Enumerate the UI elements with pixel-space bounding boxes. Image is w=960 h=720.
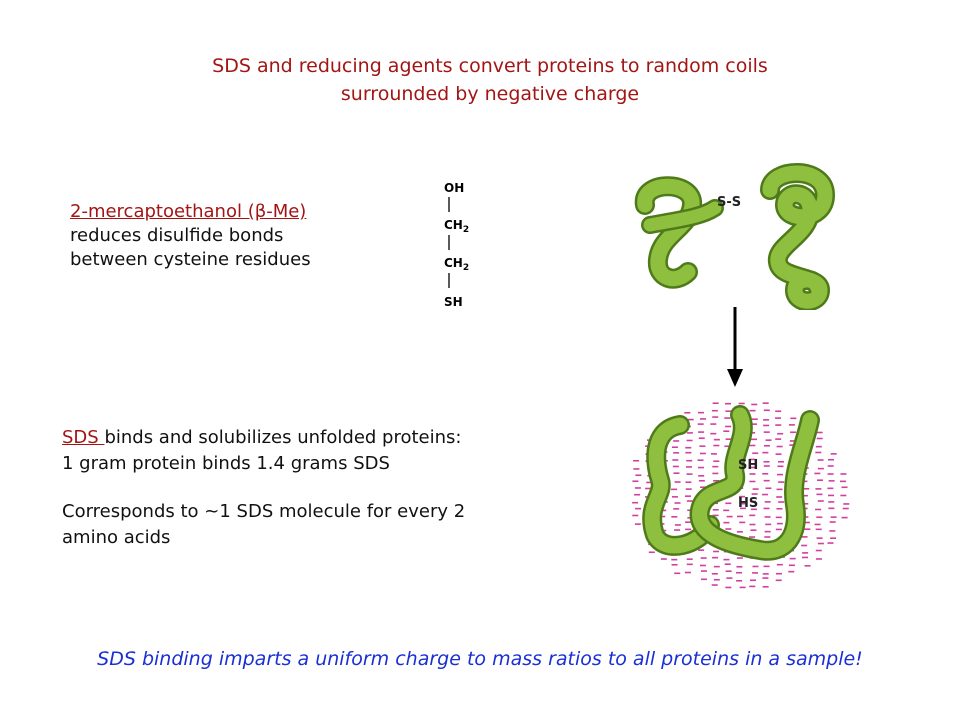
- thiol-label-hs: HS: [738, 496, 758, 511]
- bme-name: 2-mercaptoethanol (β-Me): [70, 201, 307, 222]
- atom-ch2-b: CH2: [444, 256, 469, 273]
- unfolded-chain-right: [692, 407, 818, 559]
- sds-line-2: 1 gram protein binds 1.4 grams SDS: [62, 453, 390, 474]
- atom-oh: OH: [444, 181, 464, 195]
- sds-line-1-rest: binds and solubilizes unfolded proteins:: [104, 427, 462, 448]
- slide-title: SDS and reducing agents convert proteins…: [120, 52, 860, 108]
- sds-keyword: SDS: [62, 427, 105, 448]
- title-line-2: surrounded by negative charge: [340, 83, 640, 105]
- bme-line-2: reduces disulfide bonds: [70, 225, 284, 246]
- protein-chain-right: [762, 165, 833, 309]
- title-line-1: SDS and reducing agents convert proteins…: [212, 55, 768, 77]
- footer-statement: SDS binding imparts a uniform charge to …: [97, 648, 863, 670]
- thiol-label-sh: SH: [738, 458, 758, 473]
- atom-sh: SH: [444, 295, 463, 309]
- sds-coated-protein-illustration: SH HS: [632, 402, 850, 589]
- unfolded-chain-left: [644, 417, 718, 554]
- sds-line-3: Corresponds to ~1 SDS molecule for every…: [62, 501, 466, 522]
- sds-line-4: amino acids: [62, 527, 171, 548]
- sds-line-1: SDS binds and solubilizes unfolded prote…: [62, 425, 592, 451]
- bme-line-3: between cysteine residues: [70, 249, 311, 270]
- sds-description: SDS binds and solubilizes unfolded prote…: [62, 425, 592, 551]
- protein-chain-left-arm: [643, 201, 722, 232]
- down-arrow-icon: [727, 307, 743, 387]
- atom-ch2-a: CH2: [444, 218, 469, 235]
- disulfide-label: S-S: [717, 195, 741, 210]
- mercaptoethanol-structure: OH CH2 CH2 SH: [444, 181, 469, 309]
- folded-protein-illustration: S-S: [634, 163, 835, 310]
- bme-description: 2-mercaptoethanol (β-Me) reduces disulfi…: [70, 200, 311, 272]
